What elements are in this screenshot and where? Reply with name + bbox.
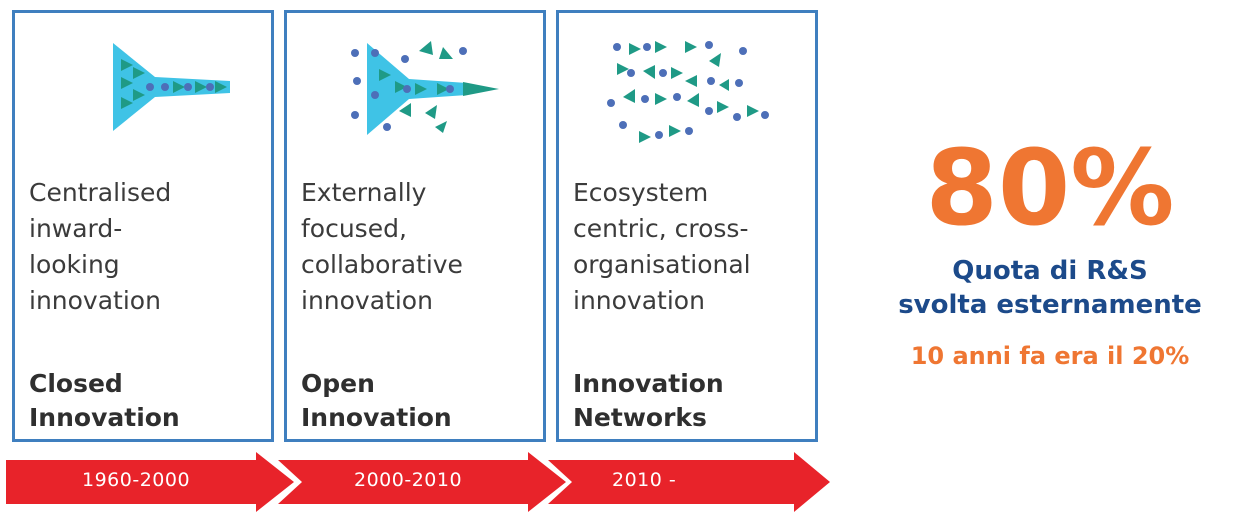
period-label: 2000-2010	[354, 469, 463, 491]
stat-value: 80%	[925, 127, 1175, 249]
panel-description: Externally focused, collaborative innova…	[301, 178, 463, 315]
open-funnel-icon	[287, 31, 543, 151]
panel-open-innovation: Externally focused, collaborative innova…	[284, 10, 546, 442]
network-scatter-icon	[559, 31, 815, 151]
period-label: 1960-2000	[82, 469, 191, 491]
panel-description: Ecosystem centric, cross- organisational…	[573, 178, 751, 315]
timeline-arrow-1: 1960-2000	[6, 452, 296, 512]
panel-closed-innovation: Centralised inward- looking innovation C…	[12, 10, 274, 442]
model-title: Open Innovation	[301, 369, 452, 432]
panel-innovation-networks: Ecosystem centric, cross- organisational…	[556, 10, 818, 442]
stat-label: Quota di R&S svolta esternamente	[898, 256, 1202, 320]
period-label: 2010 -	[612, 469, 677, 491]
timeline-arrow-2: 2000-2010	[278, 452, 568, 512]
panel-description: Centralised inward- looking innovation	[29, 178, 172, 315]
model-title: Closed Innovation	[29, 369, 180, 432]
timeline-arrow-3: 2010 -	[548, 452, 832, 512]
closed-funnel-icon	[15, 31, 271, 151]
stat-note: 10 anni fa era il 20%	[910, 342, 1190, 370]
model-title: Innovation Networks	[573, 369, 724, 432]
